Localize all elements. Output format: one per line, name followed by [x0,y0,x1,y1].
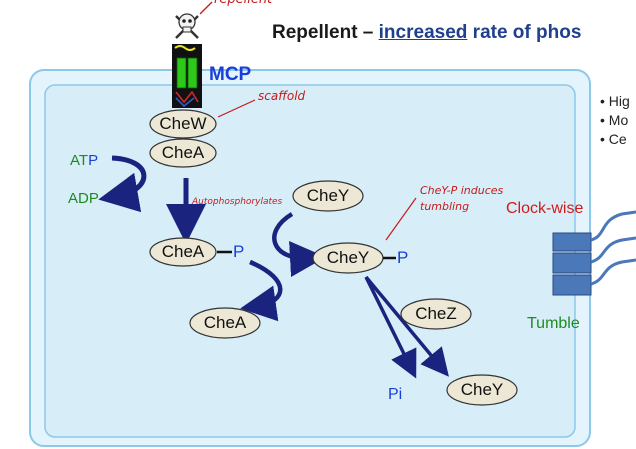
receptor-icon [172,44,202,108]
chey-p-pointer-line [385,197,417,241]
pi-release-arrow [364,276,417,379]
chey-bottom-oval [446,374,518,406]
atp-prefix: AT [70,152,89,169]
repellent-pointer-line [199,1,213,15]
tumble-label: Tumble [527,315,580,332]
mcp-label: MCP [209,64,252,85]
chea-dephosphorylation-arrow [240,259,283,322]
chez-label: CheZ [415,304,457,323]
chey-release-arrow [364,275,449,377]
scaffold-pointer-line [217,99,256,118]
chey-p-label: CheY [326,248,370,267]
clockwise-label: Clock-wise [506,200,584,217]
scaffold-annotation: scaffold [258,89,306,103]
title-highlight: increased [378,22,468,43]
title-prefix: Repellent [272,22,358,43]
bullet-item: • Mo [600,112,629,128]
bullet-list: • Hig • Mo • Ce [600,92,630,149]
repellent-annotation: repellent [214,0,272,7]
chey-top-oval [292,180,364,212]
chey-top-label: CheY [306,186,350,205]
autophos-annotation: Autophosphorylates [192,197,283,207]
chea-bottom-oval [189,307,261,339]
chea-bottom-label: CheA [203,313,247,332]
slide-title: Repellent – increased rate of phos [272,22,581,44]
bullet-item: • Ce [600,131,627,147]
chey-bottom-label: CheY [460,380,504,399]
adp-label: ADP [68,190,99,207]
chea-p-oval [149,237,217,267]
chew-oval [149,109,217,139]
chea-p-label: CheA [161,242,205,261]
pi-label: Pi [388,386,403,403]
chea-top-oval [149,138,217,168]
atp-label: ATP [70,152,98,169]
chey-p-annotation-line2: tumbling [420,200,470,213]
chez-oval [400,298,472,330]
chea-phosphate-label: P [233,242,245,261]
chea-top-label: CheA [161,143,205,162]
skull-crossbones-icon [175,13,199,39]
chey-phosphorylation-arrow [272,212,326,277]
flagellum-icon [552,210,636,296]
atp-adp-arrow [98,155,147,213]
chey-p-annotation-line1: CheY-P induces [420,184,504,197]
chew-label: CheW [159,114,207,133]
title-rest: rate of phos [467,22,582,43]
title-dash: – [357,22,379,43]
bullet-item: • Hig [600,93,630,109]
chey-phosphate-label: P [397,248,409,267]
atp-suffix: P [88,152,99,169]
